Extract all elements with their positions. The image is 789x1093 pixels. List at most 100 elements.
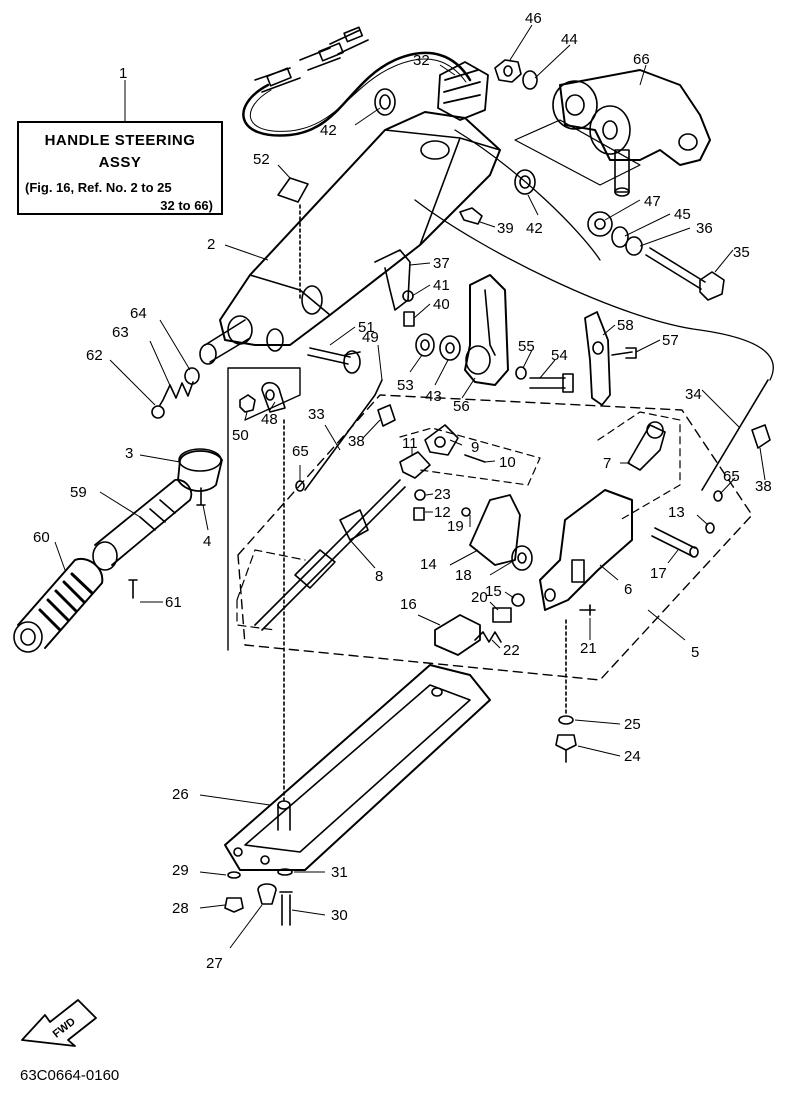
- handle-collar: [227, 315, 253, 345]
- leader-26: [199, 794, 271, 806]
- callout-23: 23: [434, 486, 451, 503]
- leader-33: [324, 424, 341, 451]
- callout-11: 11: [402, 435, 418, 452]
- callout-24: 24: [624, 748, 641, 765]
- fwd-arrow: [21, 999, 97, 1047]
- lower-bracket-26-hole: [233, 847, 243, 857]
- callout-7: 7: [603, 455, 611, 472]
- throttle-lever-56-groove: [484, 289, 496, 356]
- shift-rod-8-joint: [294, 509, 369, 589]
- leader-27: [229, 904, 263, 949]
- callout-43: 43: [425, 388, 442, 405]
- block-20: [492, 607, 512, 623]
- clip-38-left: [377, 404, 396, 427]
- cam-18: [511, 545, 533, 571]
- callout-60: 60: [33, 529, 50, 546]
- bolt-30: [279, 891, 293, 926]
- callout-2: 2: [207, 236, 215, 253]
- nut-46: [494, 59, 522, 83]
- callout-15: 15: [485, 583, 502, 600]
- leader-22: [491, 639, 501, 649]
- washer-43-hole: [445, 342, 455, 354]
- callout-64: 64: [130, 305, 147, 322]
- cable-end-fitting: [343, 26, 364, 43]
- leader-32: [439, 64, 456, 76]
- callout-8: 8: [375, 568, 383, 585]
- bracket-6-slot: [571, 559, 585, 583]
- clip-65-right: [713, 490, 723, 502]
- grip-60: [17, 557, 104, 649]
- pin-17-end: [689, 546, 699, 558]
- gear-9: [424, 424, 459, 456]
- spring-63: [159, 381, 194, 406]
- leader-34: [701, 389, 741, 429]
- title-line-4: 32 to 66): [160, 198, 213, 213]
- callout-9: 9: [471, 439, 479, 456]
- washer-31: [277, 868, 293, 876]
- callout-44: 44: [561, 31, 578, 48]
- throttle-shaft-59: [94, 478, 193, 566]
- callout-4: 4: [203, 533, 211, 550]
- leader-49: [377, 344, 383, 381]
- clip-38: [751, 424, 771, 449]
- callout-48: 48: [261, 411, 278, 428]
- leader-44: [534, 44, 571, 79]
- leader-47: [604, 199, 641, 221]
- leader-16: [417, 614, 441, 626]
- leader-62: [109, 359, 156, 406]
- washer-23: [414, 489, 426, 501]
- callout-66: 66: [633, 51, 650, 68]
- handle-pivot-hole: [266, 328, 284, 352]
- washer-29: [227, 871, 241, 879]
- throttle-cable: [242, 51, 472, 137]
- leader-42b: [527, 194, 539, 216]
- grommet-42-b: [519, 175, 531, 189]
- nut-50: [239, 394, 256, 413]
- leader-40: [413, 303, 431, 319]
- pad-52: [277, 177, 309, 203]
- arm-7-boss: [646, 421, 664, 439]
- leader-10: [484, 460, 496, 463]
- handle-pivot-hole: [301, 285, 323, 315]
- callout-22: 22: [503, 642, 520, 659]
- callout-55: 55: [518, 338, 535, 355]
- throttle-shaft-59-end: [92, 541, 118, 571]
- bracket-6-hole: [544, 588, 556, 602]
- leader-17: [667, 549, 679, 564]
- subgroup-13-17-outline: [597, 411, 681, 521]
- grommet-42: [379, 94, 391, 110]
- bolt-24: [555, 734, 577, 751]
- leader-52: [277, 164, 291, 179]
- cam-18-hole: [517, 552, 527, 564]
- callout-62: 62: [86, 347, 103, 364]
- bolt-35-head: [699, 271, 725, 301]
- title-line-1: HANDLE STEERING: [44, 132, 196, 149]
- screw-40: [403, 311, 415, 327]
- leader-29: [199, 871, 227, 876]
- throttle-shaft-59-rib: [139, 499, 176, 531]
- leader-46: [509, 24, 533, 61]
- callout-26: 26: [172, 786, 189, 803]
- callout-6: 6: [624, 581, 632, 598]
- bolt-54-head: [562, 373, 574, 393]
- leader-4: [202, 504, 209, 531]
- bracket-66-hole: [678, 133, 698, 151]
- callout-14: 14: [420, 556, 437, 573]
- leader-41: [411, 284, 431, 297]
- lower-bracket-26-hole: [260, 855, 270, 865]
- leader-48: [269, 401, 276, 411]
- lever-58: [584, 311, 611, 406]
- title-box: HANDLE STEERING ASSY (Fig. 16, Ref. No. …: [17, 121, 223, 215]
- cable-end-fitting: [266, 67, 292, 87]
- rod-33: [304, 379, 383, 491]
- block-16: [434, 614, 481, 656]
- throttle-lever-56: [464, 274, 509, 386]
- callout-30: 30: [331, 907, 348, 924]
- pin-17: [651, 527, 696, 557]
- callout-41: 41: [433, 277, 450, 294]
- shift-cable: [414, 199, 774, 381]
- leader-64: [159, 319, 191, 371]
- callout-18: 18: [455, 567, 472, 584]
- callout-25: 25: [624, 716, 641, 733]
- screw-21: [579, 604, 596, 616]
